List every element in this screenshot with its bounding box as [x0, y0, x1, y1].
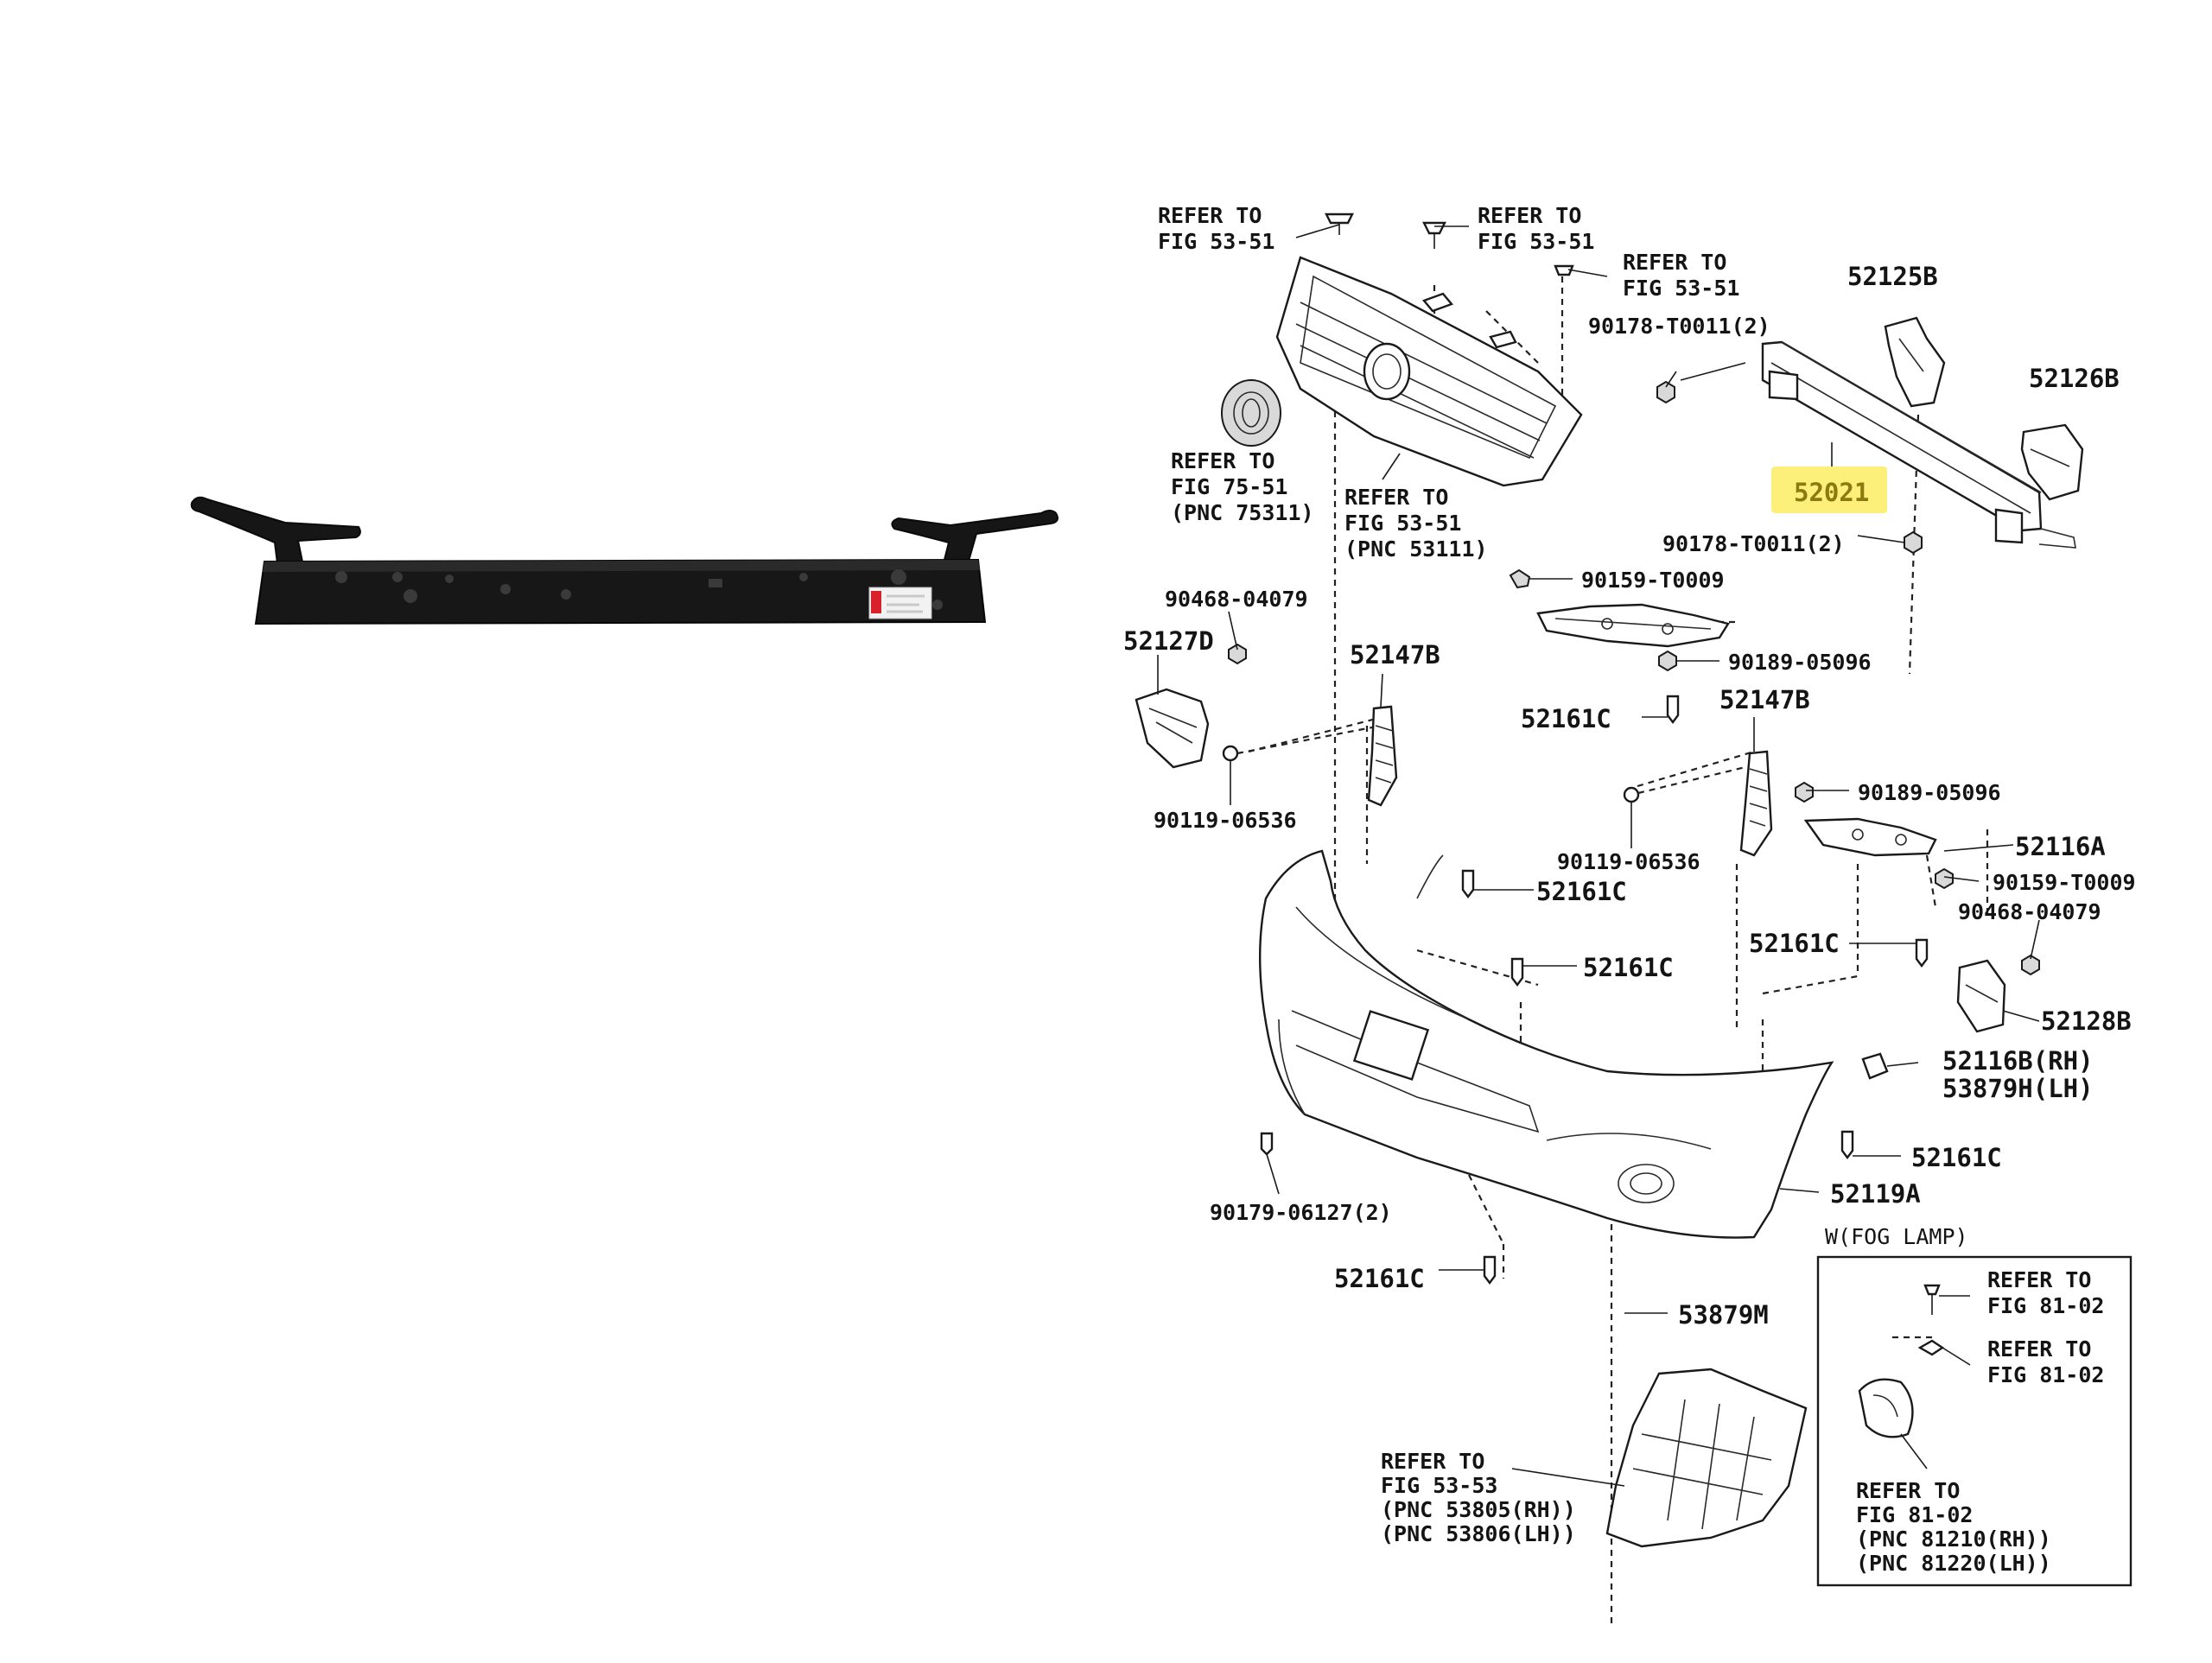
- label-under-1: REFER TO: [1381, 1449, 1484, 1474]
- label-52128b: 52128B: [2041, 1006, 2132, 1036]
- bracket-52126b: [2020, 423, 2084, 501]
- label-bolt-bottom: 90178-T0011(2): [1662, 531, 1845, 556]
- side-retainer-right-52147b: [1739, 750, 1773, 857]
- label-52021: 52021: [1794, 478, 1869, 507]
- emblem: [1221, 379, 1281, 447]
- label-53879m: 53879M: [1678, 1300, 1769, 1330]
- label-fog-ref3-4: (PNC 81220(LH)): [1856, 1551, 2051, 1576]
- screws-90119: [1222, 726, 1746, 821]
- label-52119a: 52119A: [1830, 1179, 1921, 1209]
- label-52116a: 52116A: [2015, 832, 2106, 861]
- label-52126b: 52126B: [2029, 364, 2120, 393]
- label-emblem-3: (PNC 75311): [1171, 500, 1314, 525]
- upper-retainer-left: [1536, 603, 1730, 648]
- label-52147b-left: 52147B: [1350, 640, 1440, 670]
- highlight-52021: [1771, 467, 1887, 513]
- label-52161c-d: 52161C: [1583, 953, 1674, 982]
- product-photo-bumper-support: [190, 496, 1058, 625]
- bumper-cover-52119a: [1258, 849, 1834, 1239]
- label-fog-ref1-1: REFER TO: [1987, 1267, 2091, 1292]
- radiator-grille: [1275, 256, 1583, 487]
- label-90159-top: 90159-T0009: [1581, 568, 1725, 593]
- grille-screws: [1325, 213, 1574, 349]
- label-fog-ref3-1: REFER TO: [1856, 1478, 1960, 1503]
- upper-retainer-right: [1803, 817, 1937, 857]
- label-fog-ref2-2: FIG 81-02: [1987, 1362, 2104, 1387]
- label-grille-2: FIG 53-51: [1344, 511, 1461, 536]
- label-90159-right: 90159-T0009: [1993, 870, 2136, 895]
- label-under-2: FIG 53-53: [1381, 1473, 1497, 1498]
- label-52127d: 52127D: [1123, 626, 1214, 656]
- label-52161c-b: 52161C: [1536, 877, 1627, 906]
- label-52125b: 52125B: [1847, 262, 1938, 291]
- label-refer-grille-left-2: FIG 53-51: [1158, 229, 1274, 254]
- fog-lamp-box: [1816, 1255, 2133, 1587]
- callout-labels: REFER TO FIG 53-51 REFER TO FIG 53-51 RE…: [1123, 203, 2136, 1576]
- label-refer-grille-left-1: REFER TO: [1158, 203, 1262, 228]
- label-52161c-f: 52161C: [1334, 1264, 1425, 1293]
- label-refer-grille-right-1: REFER TO: [1478, 203, 1581, 228]
- label-90468-left: 90468-04079: [1165, 587, 1308, 612]
- label-90179: 90179-06127(2): [1210, 1200, 1392, 1225]
- label-fog-ref2-1: REFER TO: [1987, 1336, 2091, 1362]
- label-90119-right: 90119-06536: [1557, 849, 1700, 874]
- side-retainer-left-52147b: [1367, 705, 1398, 807]
- label-bolt-top: 90178-T0011(2): [1588, 314, 1770, 339]
- label-90468-right: 90468-04079: [1958, 899, 2101, 924]
- bracket-52128b: [1956, 959, 2006, 1033]
- bracket-52127d: [1135, 688, 1210, 769]
- label-emblem-2: FIG 75-51: [1171, 474, 1287, 499]
- label-under-4: (PNC 53806(LH)): [1381, 1521, 1576, 1546]
- label-52161c-e: 52161C: [1911, 1143, 2002, 1172]
- label-52161c-a: 52161C: [1521, 704, 1611, 733]
- bumper-reinforcement-52021: [1761, 340, 2076, 549]
- label-52161c-c: 52161C: [1749, 929, 1840, 958]
- leader-lines: [1157, 224, 2040, 1487]
- nuts: [1228, 380, 2040, 976]
- label-52116b: 52116B(RH): [1942, 1046, 2094, 1076]
- clips-52161c: [1461, 695, 1929, 1285]
- label-90119-left: 90119-06536: [1154, 808, 1297, 833]
- clip-52116b: [1260, 1052, 1889, 1156]
- bracket-52125b: [1884, 316, 1946, 408]
- label-52147b-right: 52147B: [1719, 685, 1810, 714]
- label-fog-ref3-3: (PNC 81210(RH)): [1856, 1527, 2051, 1552]
- label-fog-ref3-2: FIG 81-02: [1856, 1502, 1973, 1527]
- label-refer-grille-right-2: FIG 53-51: [1478, 229, 1594, 254]
- label-grille-1: REFER TO: [1344, 485, 1448, 510]
- label-fog-ref1-2: FIG 81-02: [1987, 1293, 2104, 1318]
- label-90189-top: 90189-05096: [1728, 650, 1872, 675]
- label-under-3: (PNC 53805(RH)): [1381, 1497, 1576, 1522]
- label-53879h: 53879H(LH): [1942, 1074, 2094, 1103]
- label-refer-clip-1: REFER TO: [1623, 250, 1726, 275]
- label-refer-clip-2: FIG 53-51: [1623, 276, 1739, 301]
- label-emblem-1: REFER TO: [1171, 448, 1274, 473]
- engine-under-cover: [1605, 1368, 1808, 1548]
- label-90189-right: 90189-05096: [1858, 780, 2001, 805]
- label-fog-title: W(FOG LAMP): [1825, 1224, 1968, 1249]
- label-grille-3: (PNC 53111): [1344, 536, 1488, 562]
